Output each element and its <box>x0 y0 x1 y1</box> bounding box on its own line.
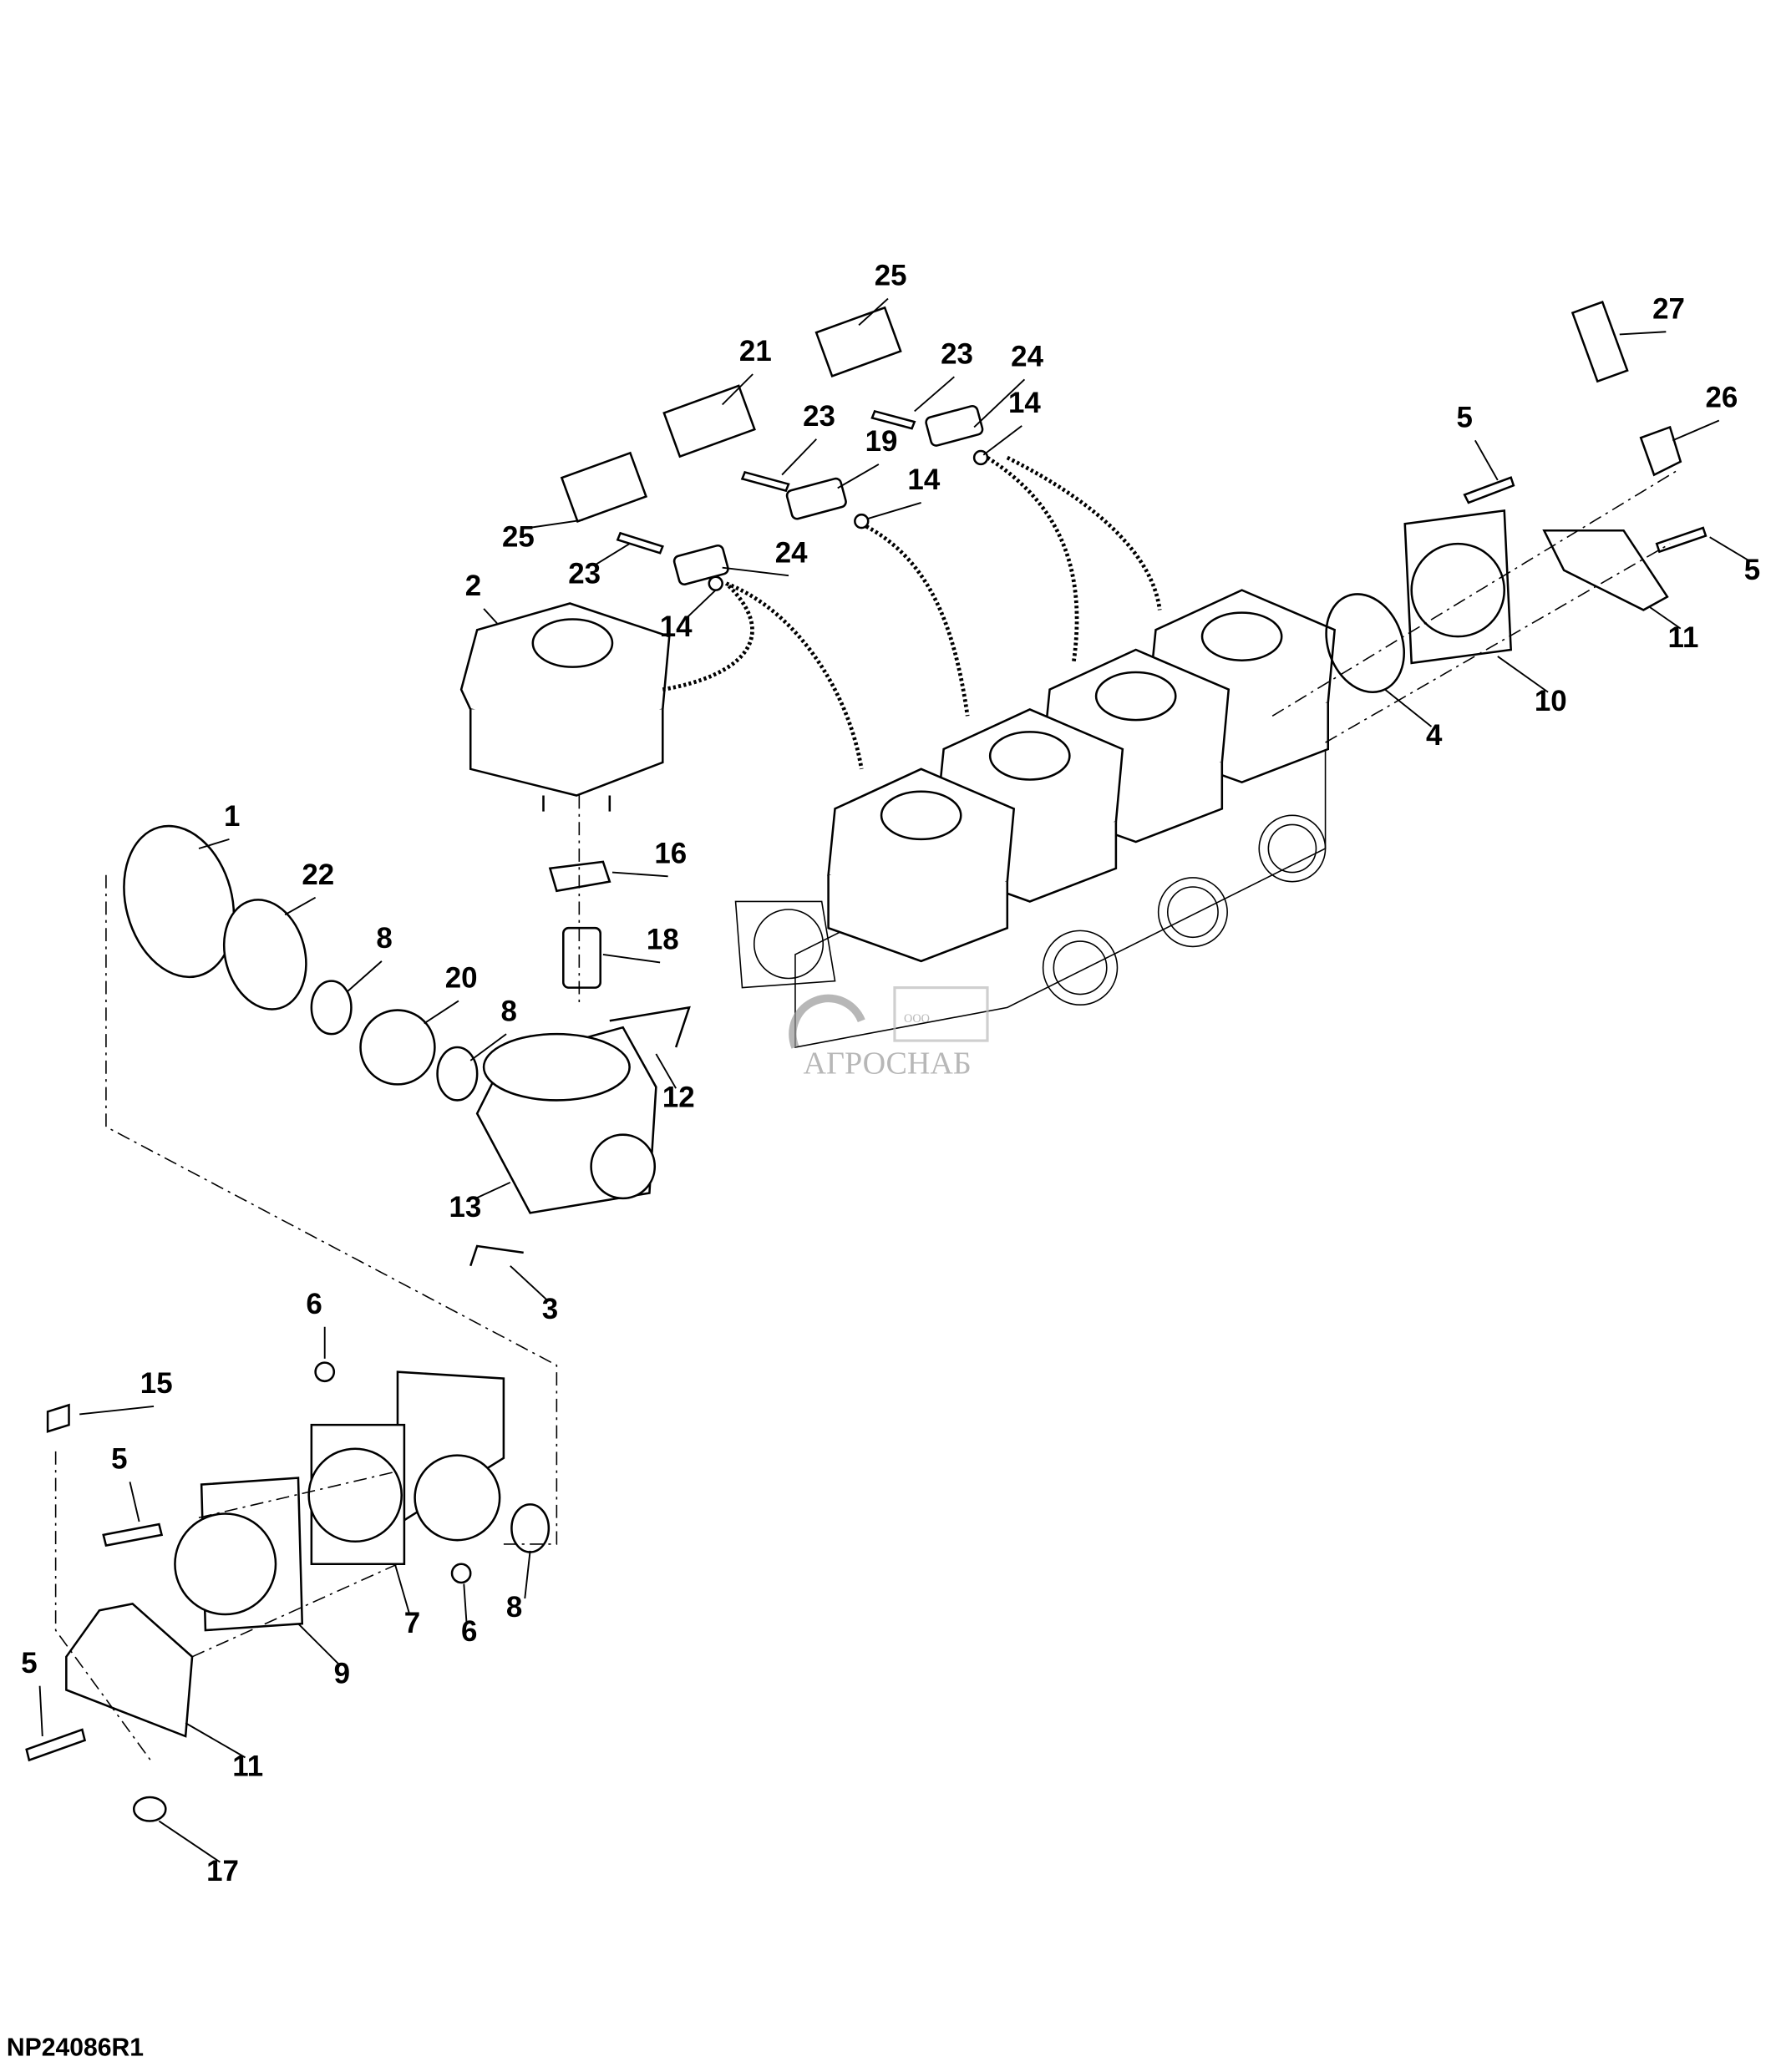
callout-22: 22 <box>302 859 334 891</box>
leader-line <box>393 1563 411 1615</box>
leader-line <box>475 1181 511 1199</box>
leader-line <box>611 871 668 878</box>
leader-line <box>1619 331 1667 336</box>
callout-11: 11 <box>232 1750 263 1783</box>
leader-line <box>1497 656 1549 693</box>
leader-line <box>1384 688 1433 727</box>
valve-manifold-assembly <box>725 455 1337 1048</box>
actuator-2 <box>459 581 754 812</box>
callout-26: 26 <box>1706 382 1738 414</box>
leader-line <box>347 960 383 993</box>
watermark-logo: ООО АГРОСНАБ <box>789 986 989 1082</box>
callout-20: 20 <box>445 962 478 995</box>
leader-line <box>185 1722 246 1759</box>
leader-line <box>158 1820 221 1863</box>
callout-3: 3 <box>542 1293 558 1325</box>
manifold-actuator <box>827 768 1016 963</box>
leader-line <box>510 1265 548 1301</box>
callout-23: 23 <box>941 337 973 370</box>
callout-11: 11 <box>1667 621 1698 654</box>
callout-24: 24 <box>1011 340 1043 372</box>
callout-8: 8 <box>501 995 517 1027</box>
callout-14: 14 <box>1008 387 1041 419</box>
tee-assembly <box>25 1361 551 1822</box>
leader-line <box>858 297 889 327</box>
leader-line <box>424 1000 459 1025</box>
leader-line <box>867 501 921 519</box>
callout-13: 13 <box>449 1191 481 1223</box>
leader-line <box>973 378 1026 428</box>
callout-15: 15 <box>140 1367 173 1400</box>
leader-line <box>594 543 631 566</box>
callout-5: 5 <box>1744 554 1760 586</box>
callout-27: 27 <box>1652 292 1685 325</box>
leader-line <box>1474 439 1499 481</box>
leader-line <box>483 608 498 624</box>
leader-line <box>1709 536 1750 562</box>
callout-8: 8 <box>376 922 392 955</box>
callout-19: 19 <box>865 425 898 458</box>
watermark-prefix: ООО <box>904 1012 930 1026</box>
callout-4: 4 <box>1426 719 1443 752</box>
callout-6: 6 <box>306 1288 322 1320</box>
callout-25: 25 <box>875 260 907 292</box>
leader-line <box>198 838 230 849</box>
leader-line <box>655 1053 677 1089</box>
callout-10: 10 <box>1535 685 1567 717</box>
leader-line <box>602 953 661 964</box>
leader-line <box>469 1033 507 1061</box>
leader-line <box>463 1583 468 1623</box>
leader-line <box>722 373 754 406</box>
end-flange-parts <box>1271 470 1707 743</box>
callout-8: 8 <box>506 1591 522 1624</box>
callout-23: 23 <box>803 400 835 433</box>
callout-5: 5 <box>111 1443 127 1476</box>
leader-line <box>1649 606 1682 630</box>
callout-9: 9 <box>334 1658 350 1690</box>
leader-line <box>524 1550 531 1599</box>
callout-12: 12 <box>662 1081 695 1113</box>
callout-17: 17 <box>206 1855 239 1887</box>
leader-line <box>284 896 317 916</box>
leader-line <box>781 438 818 476</box>
leader-line <box>79 1405 155 1416</box>
watermark-name: АГРОСНАБ <box>803 1046 971 1082</box>
valve-components <box>105 795 691 1545</box>
leader-line <box>38 1685 43 1737</box>
figure-id: NP24086R1 <box>7 2034 144 2061</box>
leader-line <box>914 376 955 413</box>
callout-1: 1 <box>224 800 240 833</box>
leader-line <box>686 589 717 619</box>
callout-14: 14 <box>907 464 940 496</box>
leader-line <box>837 464 880 489</box>
callout-6: 6 <box>461 1615 477 1648</box>
leader-line <box>297 1623 340 1665</box>
callout-2: 2 <box>465 570 481 602</box>
leader-line <box>1672 419 1720 442</box>
callout-21: 21 <box>739 335 772 367</box>
callout-23: 23 <box>568 558 601 590</box>
callout-18: 18 <box>647 924 679 956</box>
callout-16: 16 <box>654 837 687 869</box>
connector-parts <box>560 300 1682 591</box>
leader-line <box>129 1482 140 1522</box>
leader-line <box>528 519 584 529</box>
callout-24: 24 <box>775 536 808 569</box>
callout-14: 14 <box>660 610 693 643</box>
callout-25: 25 <box>502 520 535 553</box>
leader-line <box>722 566 789 577</box>
leader-line <box>982 425 1022 456</box>
callout-5: 5 <box>1456 401 1472 433</box>
callout-7: 7 <box>404 1607 420 1639</box>
callout-5: 5 <box>21 1647 37 1679</box>
